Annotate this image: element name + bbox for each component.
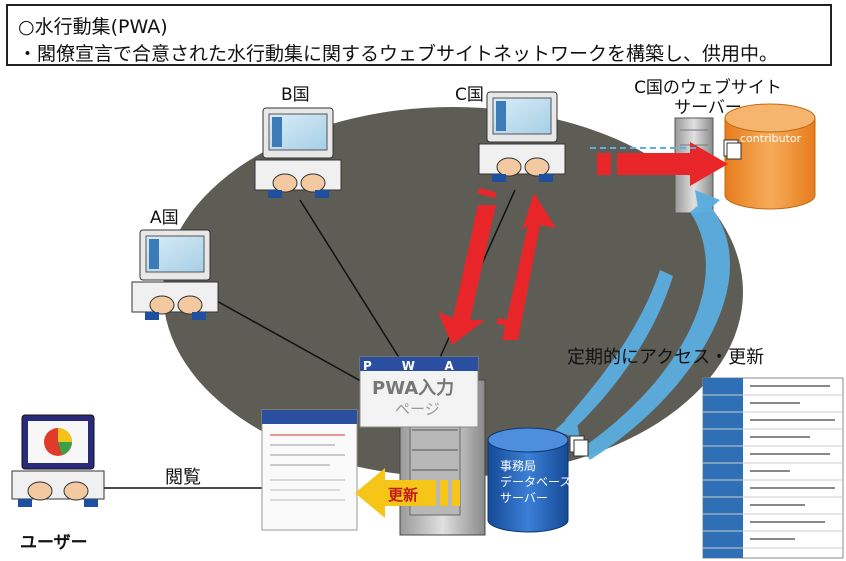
label-contributor: contributor: [740, 132, 802, 145]
label-update: 更新: [388, 486, 419, 504]
label-browse: 閲覧: [165, 467, 201, 488]
header-title: ○水行動集(PWA): [18, 16, 168, 38]
pwa-letter-w: W: [401, 359, 445, 373]
header-box: ○水行動集(PWA) ・閣僚宣言で合意された水行動集に関するウェブサイトネットワ…: [6, 4, 832, 66]
output-document: [261, 409, 358, 531]
pwa-letter-p: P: [363, 359, 402, 373]
arrow-pwa-to-c: [502, 193, 556, 340]
db-server-line2: データベース: [500, 475, 572, 489]
label-country-b: B国: [281, 85, 310, 105]
label-pwa-input: PWA入力: [372, 378, 455, 399]
label-periodic-access: 定期的にアクセス・更新: [567, 347, 765, 368]
database-table-image: [702, 377, 844, 559]
arrow-periodic-access: [555, 190, 731, 460]
header-description: ・閣僚宣言で合意された水行動集に関するウェブサイトネットワークを構築し、供用中。: [18, 43, 779, 65]
arrow-c-to-pwa: [438, 205, 496, 345]
db-server: [487, 427, 589, 533]
pwa-input-page: [359, 356, 479, 428]
label-db-server: 事務局 データベース サーバー: [500, 458, 571, 506]
db-server-line3: サーバー: [500, 491, 548, 505]
computer-b: [254, 107, 342, 198]
label-user: ユーザー: [20, 533, 88, 553]
pwa-page-header: PWA: [363, 359, 484, 373]
pwa-letter-a: A: [444, 359, 484, 373]
link-b: [299, 199, 411, 376]
label-country-a: A国: [150, 208, 179, 228]
label-pwa-input-sub: ページ: [395, 400, 440, 418]
arrow-update: [355, 468, 460, 518]
computer-c: [478, 91, 566, 182]
computer-a: [131, 229, 219, 320]
user-laptop: [11, 414, 105, 507]
arrow-c-to-server: [597, 142, 728, 186]
db-server-line1: 事務局: [500, 459, 537, 473]
label-c-website-server: C国のウェブサイト サーバー: [634, 78, 782, 118]
label-country-c: C国: [455, 85, 484, 105]
